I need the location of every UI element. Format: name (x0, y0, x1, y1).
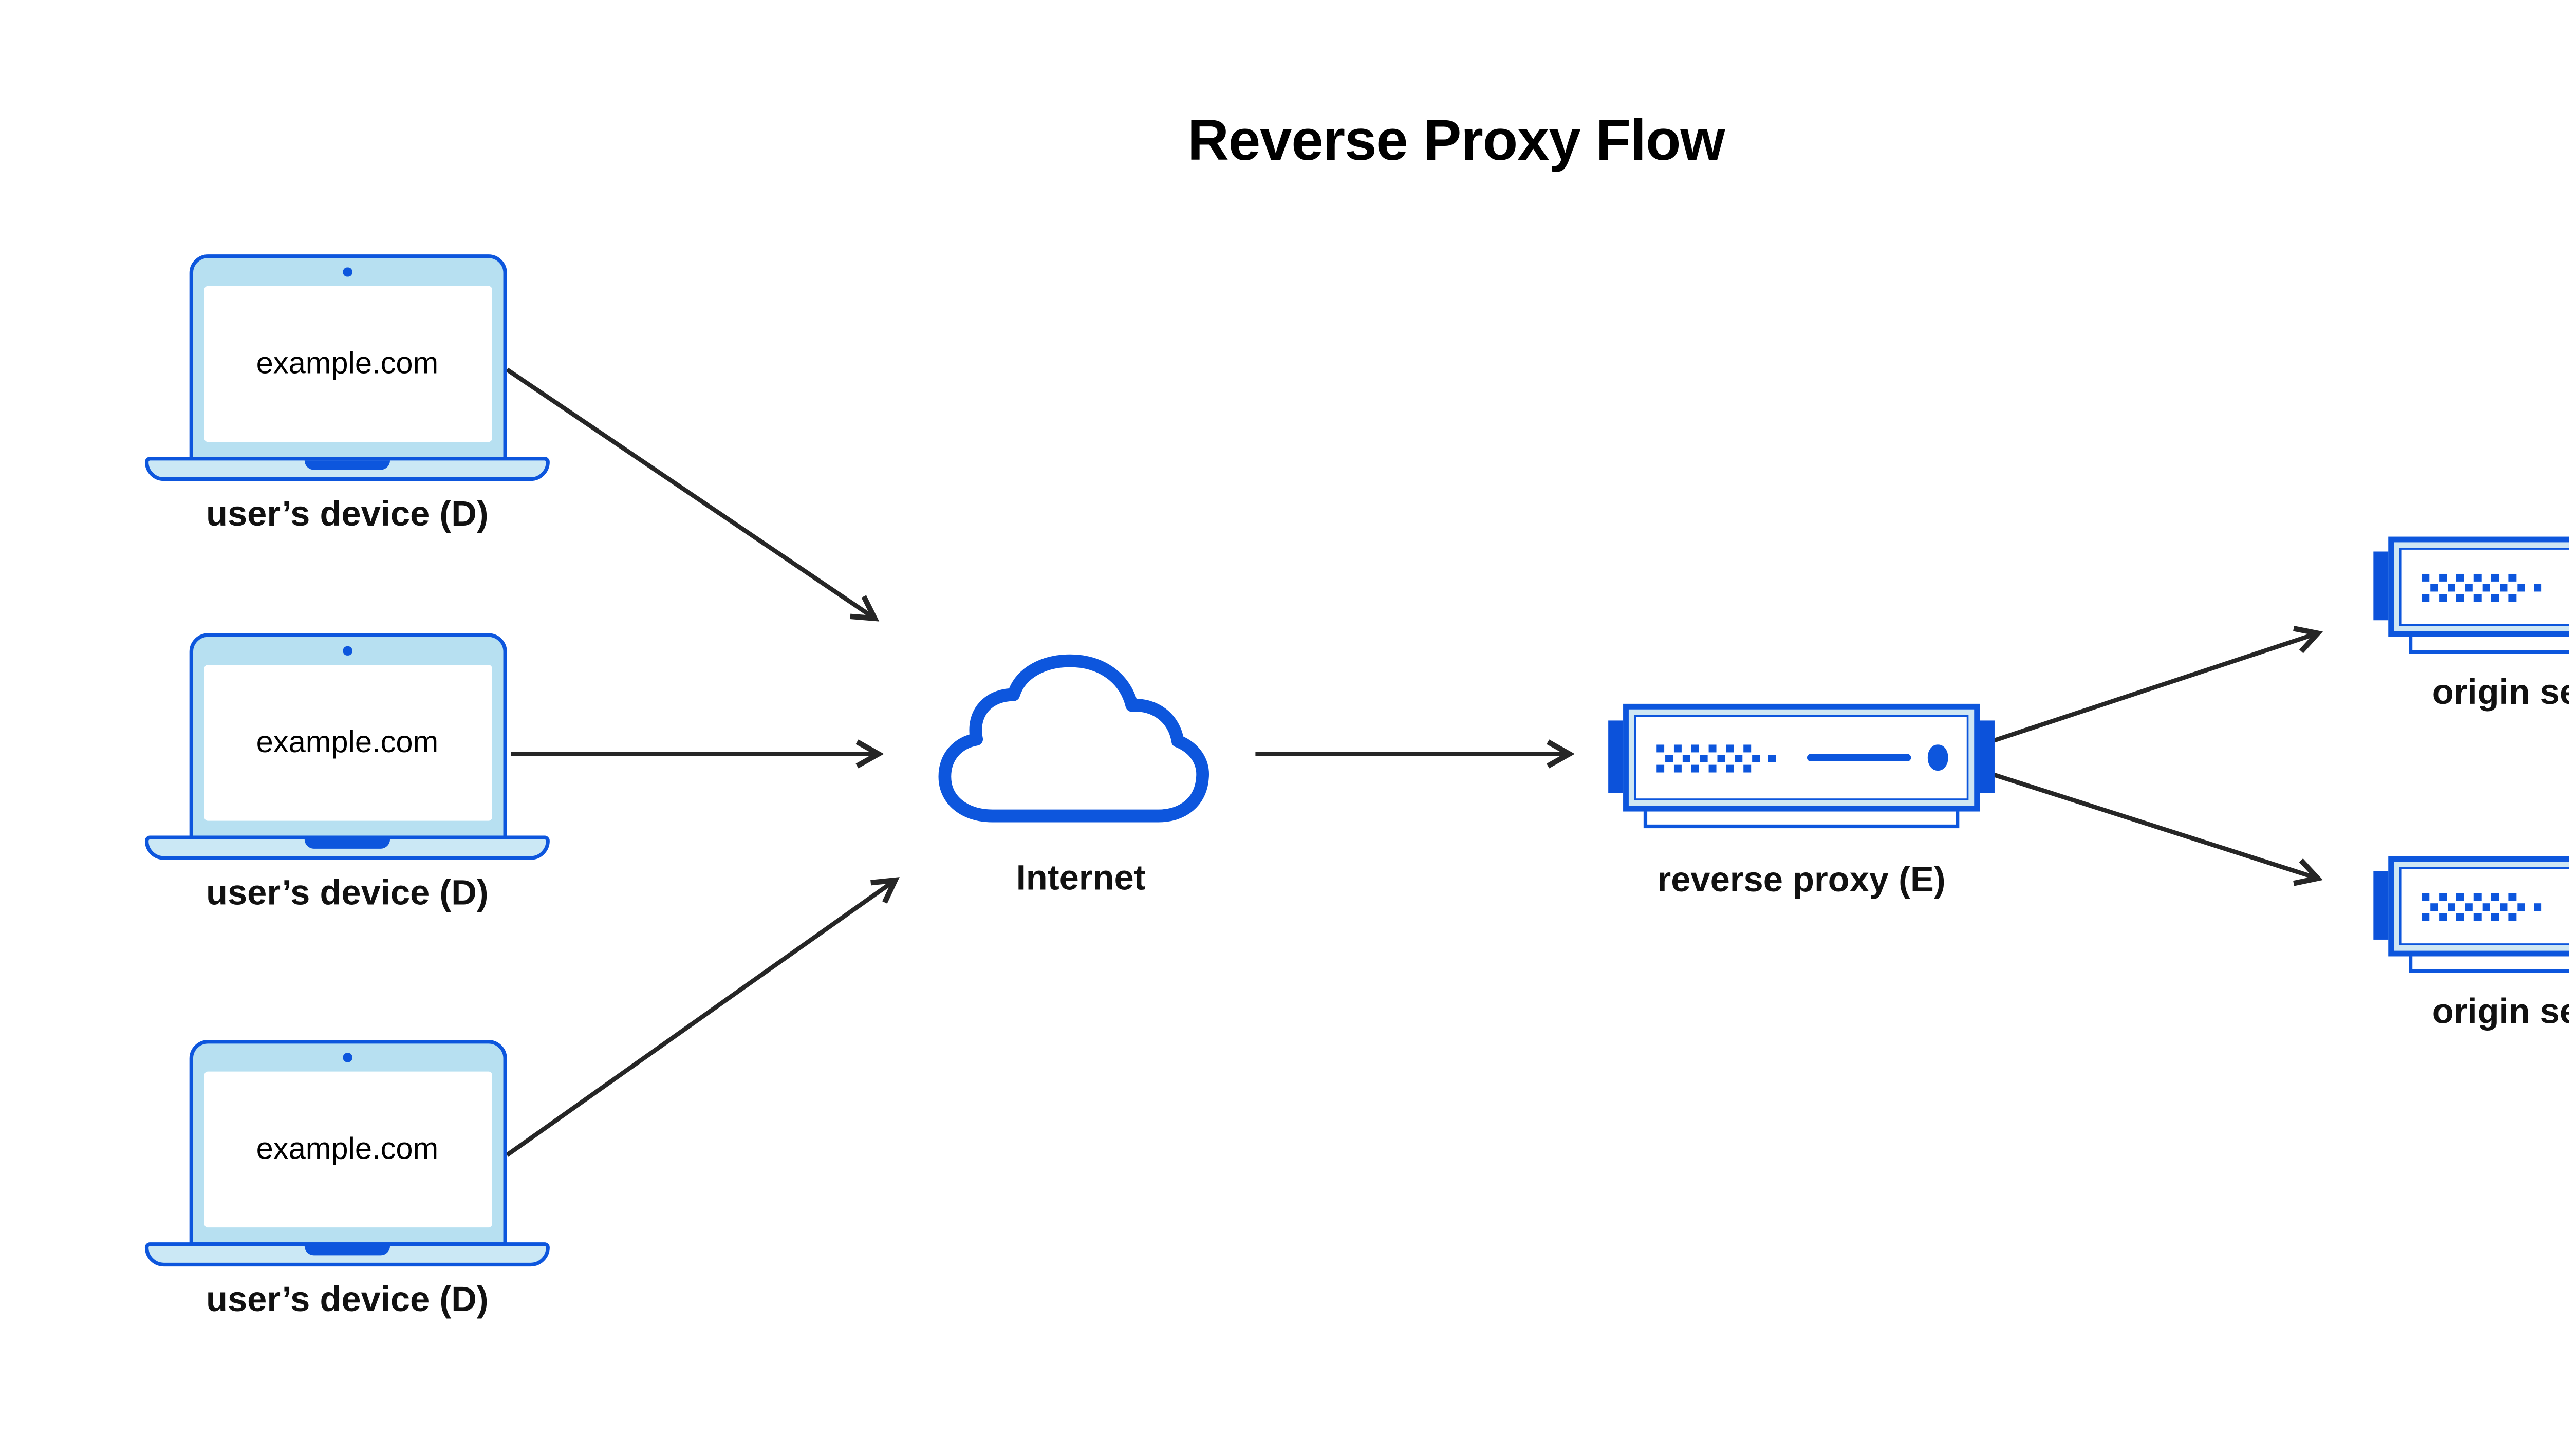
origin-server-label-1: origin server (F) (2432, 674, 2569, 713)
device-label-1: user’s device (D) (206, 496, 489, 535)
laptop-screen: example.com (203, 286, 492, 442)
laptop-screen: example.com (203, 1071, 492, 1228)
server-icon (2373, 536, 2569, 654)
laptop-base (144, 835, 550, 860)
vent-dots-icon (2422, 892, 2542, 920)
server-led-icon (1927, 745, 1947, 771)
vent-dots-icon (2422, 573, 2542, 601)
laptop-icon: example.com (188, 254, 506, 461)
camera-dot-icon (343, 267, 352, 276)
laptop-icon: example.com (188, 633, 506, 839)
laptop-notch (304, 1246, 390, 1255)
user-device-node-1: example.com user’s device (D) (106, 254, 589, 536)
laptop-icon: example.com (188, 1040, 506, 1246)
server-face (2399, 548, 2569, 626)
server-chassis (2388, 536, 2569, 637)
origin-server-node-1: origin server (F) (2325, 536, 2569, 715)
screen-url-text: example.com (256, 1132, 439, 1166)
screen-url-text: example.com (256, 346, 439, 380)
device-label-2: user’s device (D) (206, 874, 489, 914)
user-device-node-2: example.com user’s device (D) (106, 633, 589, 916)
laptop-base (144, 457, 550, 481)
laptop-notch (304, 460, 390, 469)
reverse-proxy-label: reverse proxy (E) (1657, 862, 1946, 901)
server-icon (1608, 703, 1995, 829)
cloud-icon (938, 654, 1209, 823)
vent-dots-icon (1656, 743, 1776, 772)
screen-url-text: example.com (256, 725, 439, 759)
server-slot-icon (1807, 754, 1911, 761)
server-face (2399, 867, 2569, 945)
origin-server-node-2: origin server (F) (2325, 856, 2569, 1034)
arrow-proxy-to-origin1 (1991, 626, 2323, 743)
server-chassis (1623, 703, 1980, 812)
camera-dot-icon (343, 1053, 352, 1062)
laptop-notch (304, 839, 390, 848)
arrow-proxy-to-origin2 (1992, 772, 2323, 886)
laptop-screen: example.com (203, 664, 492, 821)
server-face (1634, 715, 1969, 800)
server-icon (2373, 856, 2569, 973)
reverse-proxy-node: reverse proxy (E) (1560, 703, 2043, 903)
laptop-base (144, 1242, 550, 1267)
page-title: Reverse Proxy Flow (1187, 107, 1725, 173)
internet-label: Internet (1016, 860, 1146, 899)
device-label-3: user’s device (D) (206, 1281, 489, 1320)
origin-server-label-2: origin server (F) (2432, 993, 2569, 1033)
camera-dot-icon (343, 646, 352, 655)
user-device-node-3: example.com user’s device (D) (106, 1040, 589, 1322)
arrow-device1-to-internet (506, 367, 880, 622)
server-chassis (2388, 856, 2569, 957)
arrow-device3-to-internet (506, 877, 900, 1157)
